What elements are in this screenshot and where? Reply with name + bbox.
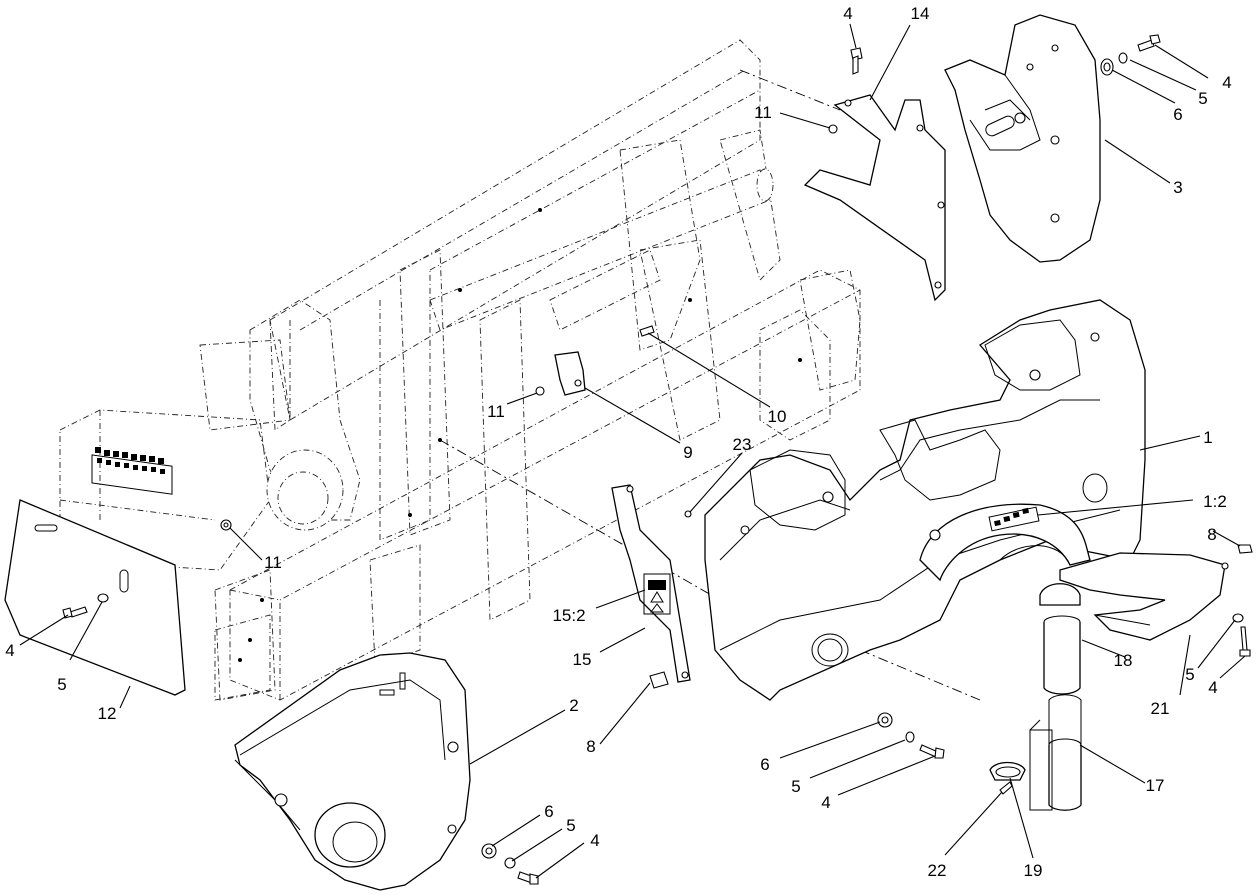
callout-11: 11 xyxy=(754,103,772,122)
callout-14: 14 xyxy=(911,4,930,23)
callout-4: 4 xyxy=(843,4,852,23)
callout-2: 2 xyxy=(569,696,578,715)
callout-23: 23 xyxy=(733,435,752,454)
nut-11-left xyxy=(220,519,232,531)
callout-4: 4 xyxy=(821,793,830,812)
clip-8-right xyxy=(1237,544,1253,554)
callout-5: 5 xyxy=(1198,89,1207,108)
part-3-shield xyxy=(944,14,1101,263)
hardware-upper-14 xyxy=(828,47,863,134)
callout-18: 18 xyxy=(1114,651,1133,670)
callout-5: 5 xyxy=(566,816,575,835)
callout-5: 5 xyxy=(1185,665,1194,684)
callout-21: 21 xyxy=(1151,699,1170,718)
callout-8: 8 xyxy=(1207,525,1216,544)
part-9-bracket xyxy=(535,351,586,396)
callout-17: 17 xyxy=(1146,776,1165,795)
callout-4: 4 xyxy=(1208,678,1217,697)
callout-1: 1 xyxy=(1203,428,1212,447)
callout-3: 3 xyxy=(1173,178,1182,197)
hardware-lower-left xyxy=(481,843,539,885)
part-18-sleeve xyxy=(1039,583,1081,695)
leader-lines xyxy=(19,23,1246,879)
callout-4: 4 xyxy=(1222,73,1231,92)
part-1-main-shield xyxy=(704,299,1146,701)
callout-15-2: 15:2 xyxy=(552,606,585,625)
callout-10: 10 xyxy=(768,407,787,426)
hardware-middle xyxy=(877,712,945,759)
decal-1-2 xyxy=(988,506,1040,532)
callout-6: 6 xyxy=(544,802,553,821)
callout-22: 22 xyxy=(928,861,947,880)
part-23-nut xyxy=(684,510,692,518)
hardware-right-lower xyxy=(1232,613,1251,657)
callout-4: 4 xyxy=(5,641,14,660)
part-19-clamp xyxy=(989,761,1026,781)
callout-6: 6 xyxy=(1173,105,1182,124)
part-14-bracket xyxy=(803,94,946,302)
callout-8: 8 xyxy=(586,737,595,756)
callout-15: 15 xyxy=(573,650,592,669)
callout-6: 6 xyxy=(760,755,769,774)
callout-4: 4 xyxy=(590,831,599,850)
part-12-flap xyxy=(4,499,186,696)
callout-labels: 4 14 11 4 5 6 3 10 11 9 23 1 1:2 11 8 4 … xyxy=(5,4,1231,880)
callout-5: 5 xyxy=(57,675,66,694)
callout-11: 11 xyxy=(264,553,282,572)
callout-5: 5 xyxy=(791,777,800,796)
part-21-shield xyxy=(1059,552,1229,641)
callout-12: 12 xyxy=(98,704,117,723)
tiller-frame xyxy=(59,39,981,701)
part-10-bolt xyxy=(639,325,655,337)
part-15-bracket xyxy=(611,484,691,683)
callout-9: 9 xyxy=(683,443,692,462)
hardware-upper-right xyxy=(1100,34,1161,76)
part-17-tube xyxy=(1029,694,1082,811)
hardware-left xyxy=(62,593,109,619)
callout-1-2: 1:2 xyxy=(1203,492,1227,511)
part-2-shield xyxy=(234,652,471,891)
callout-19: 19 xyxy=(1024,861,1043,880)
callout-11: 11 xyxy=(487,402,505,421)
clip-8-middle xyxy=(649,671,669,689)
